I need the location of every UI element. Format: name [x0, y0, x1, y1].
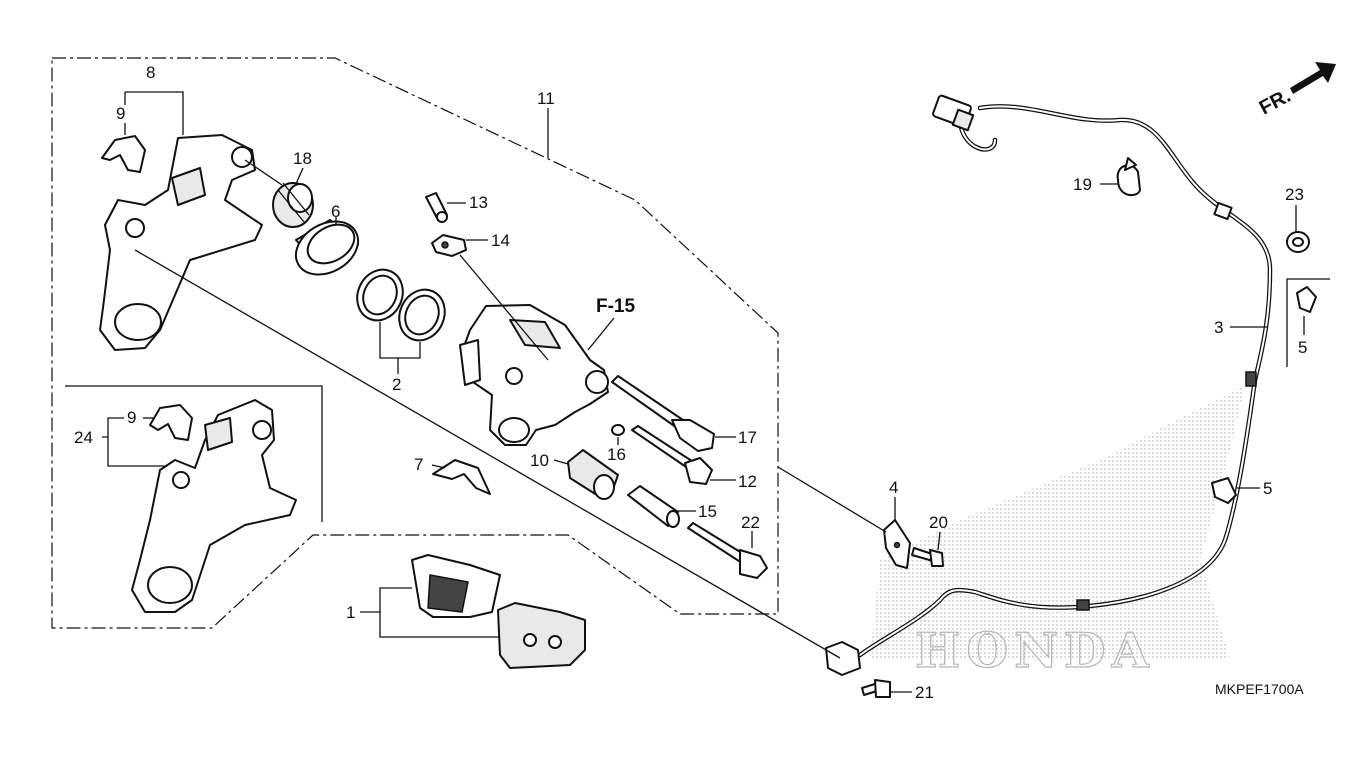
- leader-lines: [102, 91, 1305, 693]
- callout-7: 7: [414, 455, 423, 474]
- callout-9b: 9: [127, 408, 136, 427]
- callout-15: 15: [698, 502, 717, 521]
- cable-clamp[interactable]: [1116, 157, 1141, 197]
- pin-bolt[interactable]: [611, 375, 715, 452]
- callout-17: 17: [738, 428, 757, 447]
- honda-watermark: HONDA: [915, 623, 1155, 679]
- callout-4: 4: [889, 478, 898, 497]
- reference-label: F-15: [596, 296, 636, 317]
- pad-spring-upper[interactable]: [101, 135, 146, 173]
- callout-16: 16: [607, 445, 626, 464]
- callout-14: 14: [491, 231, 510, 250]
- callout-1: 1: [346, 603, 355, 622]
- callout-5b: 5: [1263, 479, 1272, 498]
- sleeve[interactable]: [627, 485, 680, 528]
- callout-23: 23: [1285, 185, 1304, 204]
- bleed-screw[interactable]: [425, 192, 448, 223]
- pin-boot[interactable]: [567, 449, 619, 500]
- diagram-code: MKPEF1700A: [1215, 681, 1304, 697]
- piston-seals[interactable]: [349, 262, 453, 348]
- boot[interactable]: [272, 182, 314, 228]
- callout-2: 2: [392, 375, 401, 394]
- caliper-bracket-alt[interactable]: [131, 399, 297, 613]
- callout-24: 24: [74, 428, 93, 447]
- sleeve-pin[interactable]: [631, 425, 713, 485]
- brake-pads[interactable]: [411, 554, 586, 669]
- callout-6: 6: [331, 202, 340, 221]
- piston[interactable]: [286, 211, 367, 286]
- callout-20: 20: [929, 513, 948, 532]
- cable-guide[interactable]: [1211, 477, 1237, 504]
- svg-text:FR.: FR.: [1256, 85, 1295, 120]
- washer[interactable]: [611, 424, 625, 436]
- front-arrow-icon: FR.: [1256, 62, 1336, 119]
- callout-5a: 5: [1298, 338, 1307, 357]
- callout-8: 8: [146, 63, 155, 82]
- callout-19: 19: [1073, 175, 1092, 194]
- callout-11: 11: [537, 89, 555, 108]
- side-bracket-frame: [1286, 278, 1330, 367]
- inset-frame: [65, 385, 323, 522]
- pad-spring-lower[interactable]: [149, 404, 193, 441]
- cable-clip[interactable]: [1286, 231, 1310, 253]
- callouts: 8 9 18 6 2 11 13 14 F-15 17 16 10 12 15 …: [74, 63, 1307, 702]
- callout-21: 21: [915, 683, 934, 702]
- callout-22: 22: [741, 513, 760, 532]
- caliper-body[interactable]: [459, 304, 609, 446]
- stay-bolt[interactable]: [911, 547, 944, 567]
- mounting-bolt[interactable]: [687, 522, 768, 579]
- callout-10: 10: [530, 451, 549, 470]
- caliper-bracket[interactable]: [99, 134, 263, 351]
- callout-9a: 9: [116, 104, 125, 123]
- cable-guide-side[interactable]: [1296, 286, 1317, 313]
- callout-13: 13: [469, 193, 488, 212]
- assembly-outline: [51, 57, 779, 629]
- bleed-cap[interactable]: [431, 234, 467, 257]
- speed-sensor-cable[interactable]: [825, 94, 1273, 676]
- pad-retainer[interactable]: [432, 459, 491, 495]
- dotted-shading: [870, 385, 1245, 660]
- callout-3: 3: [1214, 318, 1223, 337]
- sensor-bolt[interactable]: [861, 679, 891, 698]
- callout-12: 12: [738, 472, 757, 491]
- callout-18: 18: [293, 149, 312, 168]
